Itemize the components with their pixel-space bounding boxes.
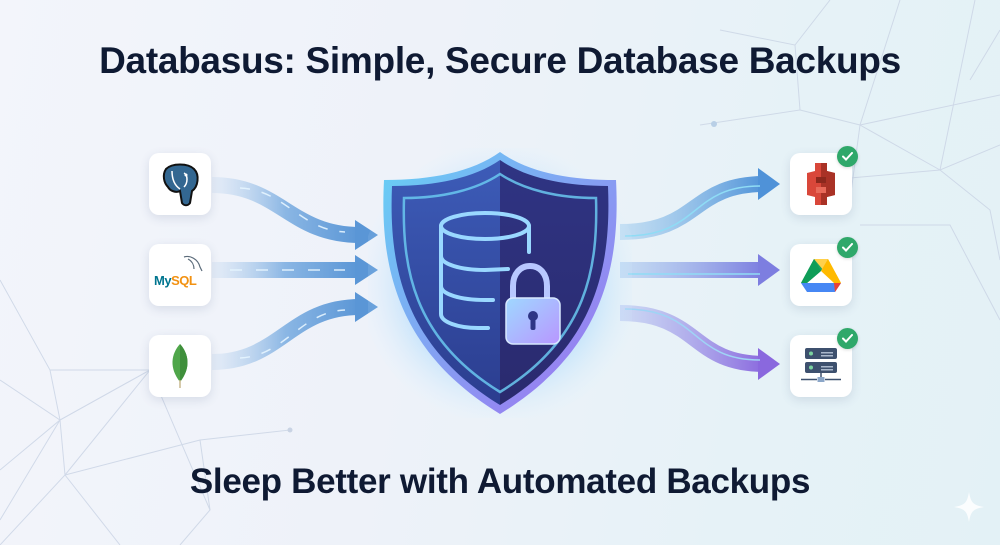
check-icon xyxy=(842,152,853,161)
destination-card-network-storage xyxy=(790,328,858,397)
mysql-dolphin-icon: MySQL xyxy=(152,255,208,295)
tagline: Sleep Better with Automated Backups xyxy=(189,462,811,501)
incoming-arrow-mongodb xyxy=(211,292,378,370)
source-card-mysql: MySQL xyxy=(149,244,211,306)
success-badge xyxy=(837,328,858,349)
lock-icon xyxy=(505,262,561,345)
outgoing-arrow-network-storage xyxy=(619,305,780,380)
success-badge xyxy=(837,146,858,167)
outgoing-arrow-s3 xyxy=(619,168,780,240)
check-icon xyxy=(842,243,853,252)
google-drive-icon xyxy=(801,259,841,292)
postgresql-elephant-icon xyxy=(162,163,199,207)
server-network-icon xyxy=(801,348,841,382)
shield-database-lock-icon xyxy=(368,148,632,418)
outgoing-arrow-google-drive xyxy=(620,254,780,286)
mongodb-leaf-icon xyxy=(172,344,188,388)
incoming-arrow-postgresql xyxy=(211,177,378,250)
check-icon xyxy=(842,334,853,343)
success-badge xyxy=(837,237,858,258)
incoming-arrow-mysql xyxy=(212,255,378,285)
page-title: Databasus: Simple, Secure Database Backu… xyxy=(99,40,901,81)
source-card-postgresql xyxy=(149,153,211,215)
aws-s3-bucket-icon xyxy=(807,163,835,205)
source-card-mongodb xyxy=(149,335,211,397)
sparkle-icon xyxy=(954,492,984,522)
destination-card-google-drive xyxy=(790,237,858,306)
destination-card-s3 xyxy=(790,146,858,215)
